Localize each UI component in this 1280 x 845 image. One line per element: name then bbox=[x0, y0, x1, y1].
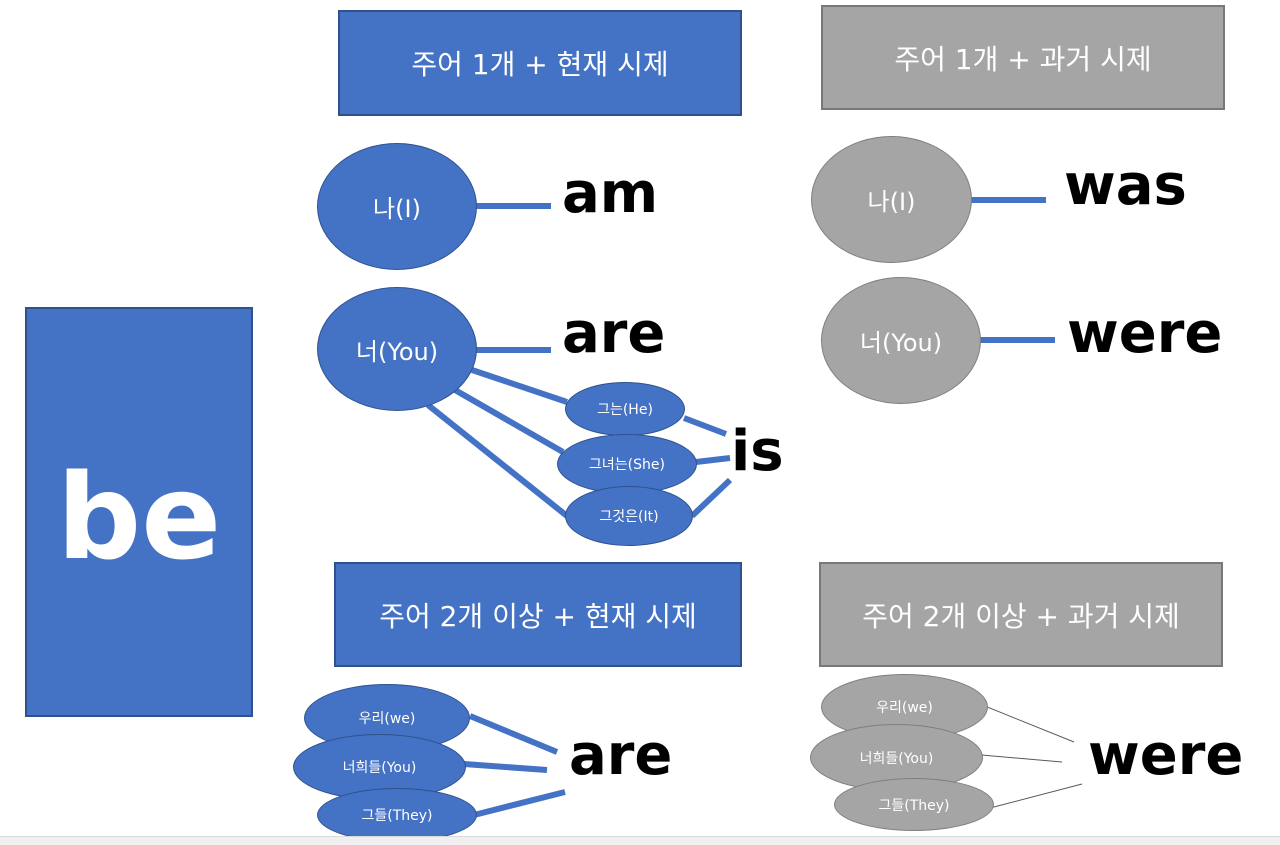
verb-was: was bbox=[1064, 153, 1187, 218]
subject-oval-he: 그는(He) bbox=[565, 382, 685, 436]
connector-youpl-are bbox=[463, 761, 548, 773]
past-subject-you-label: 너(You) bbox=[859, 329, 943, 357]
past-subject-oval-you: 너(You) bbox=[821, 277, 981, 404]
connector-he-is bbox=[682, 415, 728, 437]
connector-we-are bbox=[468, 713, 559, 755]
connector-you-he bbox=[471, 367, 568, 405]
past-plural-subject-you-label: 너희들(You) bbox=[859, 750, 934, 767]
verb-are-plural: are bbox=[569, 723, 673, 788]
connector-they-are bbox=[473, 789, 566, 818]
past-plural-subject-they-label: 그들(They) bbox=[878, 797, 950, 814]
plural-subject-we-label: 우리(we) bbox=[358, 711, 416, 727]
header-present-plural-label: 주어 2개 이상 + 현재 시제 bbox=[379, 599, 697, 633]
subject-she-label: 그녀는(She) bbox=[589, 457, 665, 473]
connector-you-it bbox=[426, 402, 569, 519]
subject-oval-i: 나(I) bbox=[317, 143, 477, 270]
past-subject-oval-i: 나(I) bbox=[811, 136, 972, 263]
header-present-plural: 주어 2개 이상 + 현재 시제 bbox=[334, 562, 742, 667]
subject-oval-she: 그녀는(She) bbox=[557, 434, 697, 494]
subject-he-label: 그는(He) bbox=[597, 402, 653, 418]
plural-subject-they-label: 그들(They) bbox=[361, 808, 433, 824]
plural-subject-oval-they: 그들(They) bbox=[317, 788, 477, 842]
subject-you-label: 너(You) bbox=[355, 337, 439, 366]
past-plural-subject-oval-they: 그들(They) bbox=[834, 778, 994, 831]
be-box: be bbox=[25, 307, 253, 717]
verb-is: is bbox=[731, 419, 784, 484]
verb-am: am bbox=[562, 161, 659, 226]
header-present-singular-label: 주어 1개 + 현재 시제 bbox=[411, 48, 669, 81]
connector-you-she bbox=[453, 387, 565, 455]
header-past-plural-label: 주어 2개 이상 + 과거 시제 bbox=[862, 599, 1180, 633]
header-present-singular: 주어 1개 + 현재 시제 bbox=[338, 10, 742, 116]
verb-are: are bbox=[562, 301, 666, 366]
past-subject-i-label: 나(I) bbox=[867, 188, 916, 216]
header-past-singular-label: 주어 1개 + 과거 시제 bbox=[894, 42, 1152, 76]
past-plural-subject-we-label: 우리(we) bbox=[876, 700, 933, 716]
header-past-singular: 주어 1개 + 과거 시제 bbox=[821, 5, 1225, 110]
verb-were-plural: were bbox=[1088, 723, 1244, 788]
be-label: be bbox=[56, 448, 222, 586]
subject-it-label: 그것은(It) bbox=[599, 509, 659, 525]
subject-oval-you: 너(You) bbox=[317, 287, 477, 411]
subject-oval-it: 그것은(It) bbox=[565, 486, 693, 546]
verb-were: were bbox=[1067, 301, 1223, 366]
plural-subject-you-label: 너희들(You) bbox=[342, 760, 417, 776]
connector-they-were bbox=[989, 783, 1083, 809]
connector-she-is bbox=[695, 455, 731, 465]
bottom-scrollbar-strip bbox=[0, 836, 1280, 845]
connector-it-is bbox=[689, 477, 733, 519]
subject-i-label: 나(I) bbox=[373, 195, 421, 223]
connector-youpl-were bbox=[969, 753, 1063, 763]
header-past-plural: 주어 2개 이상 + 과거 시제 bbox=[819, 562, 1223, 667]
